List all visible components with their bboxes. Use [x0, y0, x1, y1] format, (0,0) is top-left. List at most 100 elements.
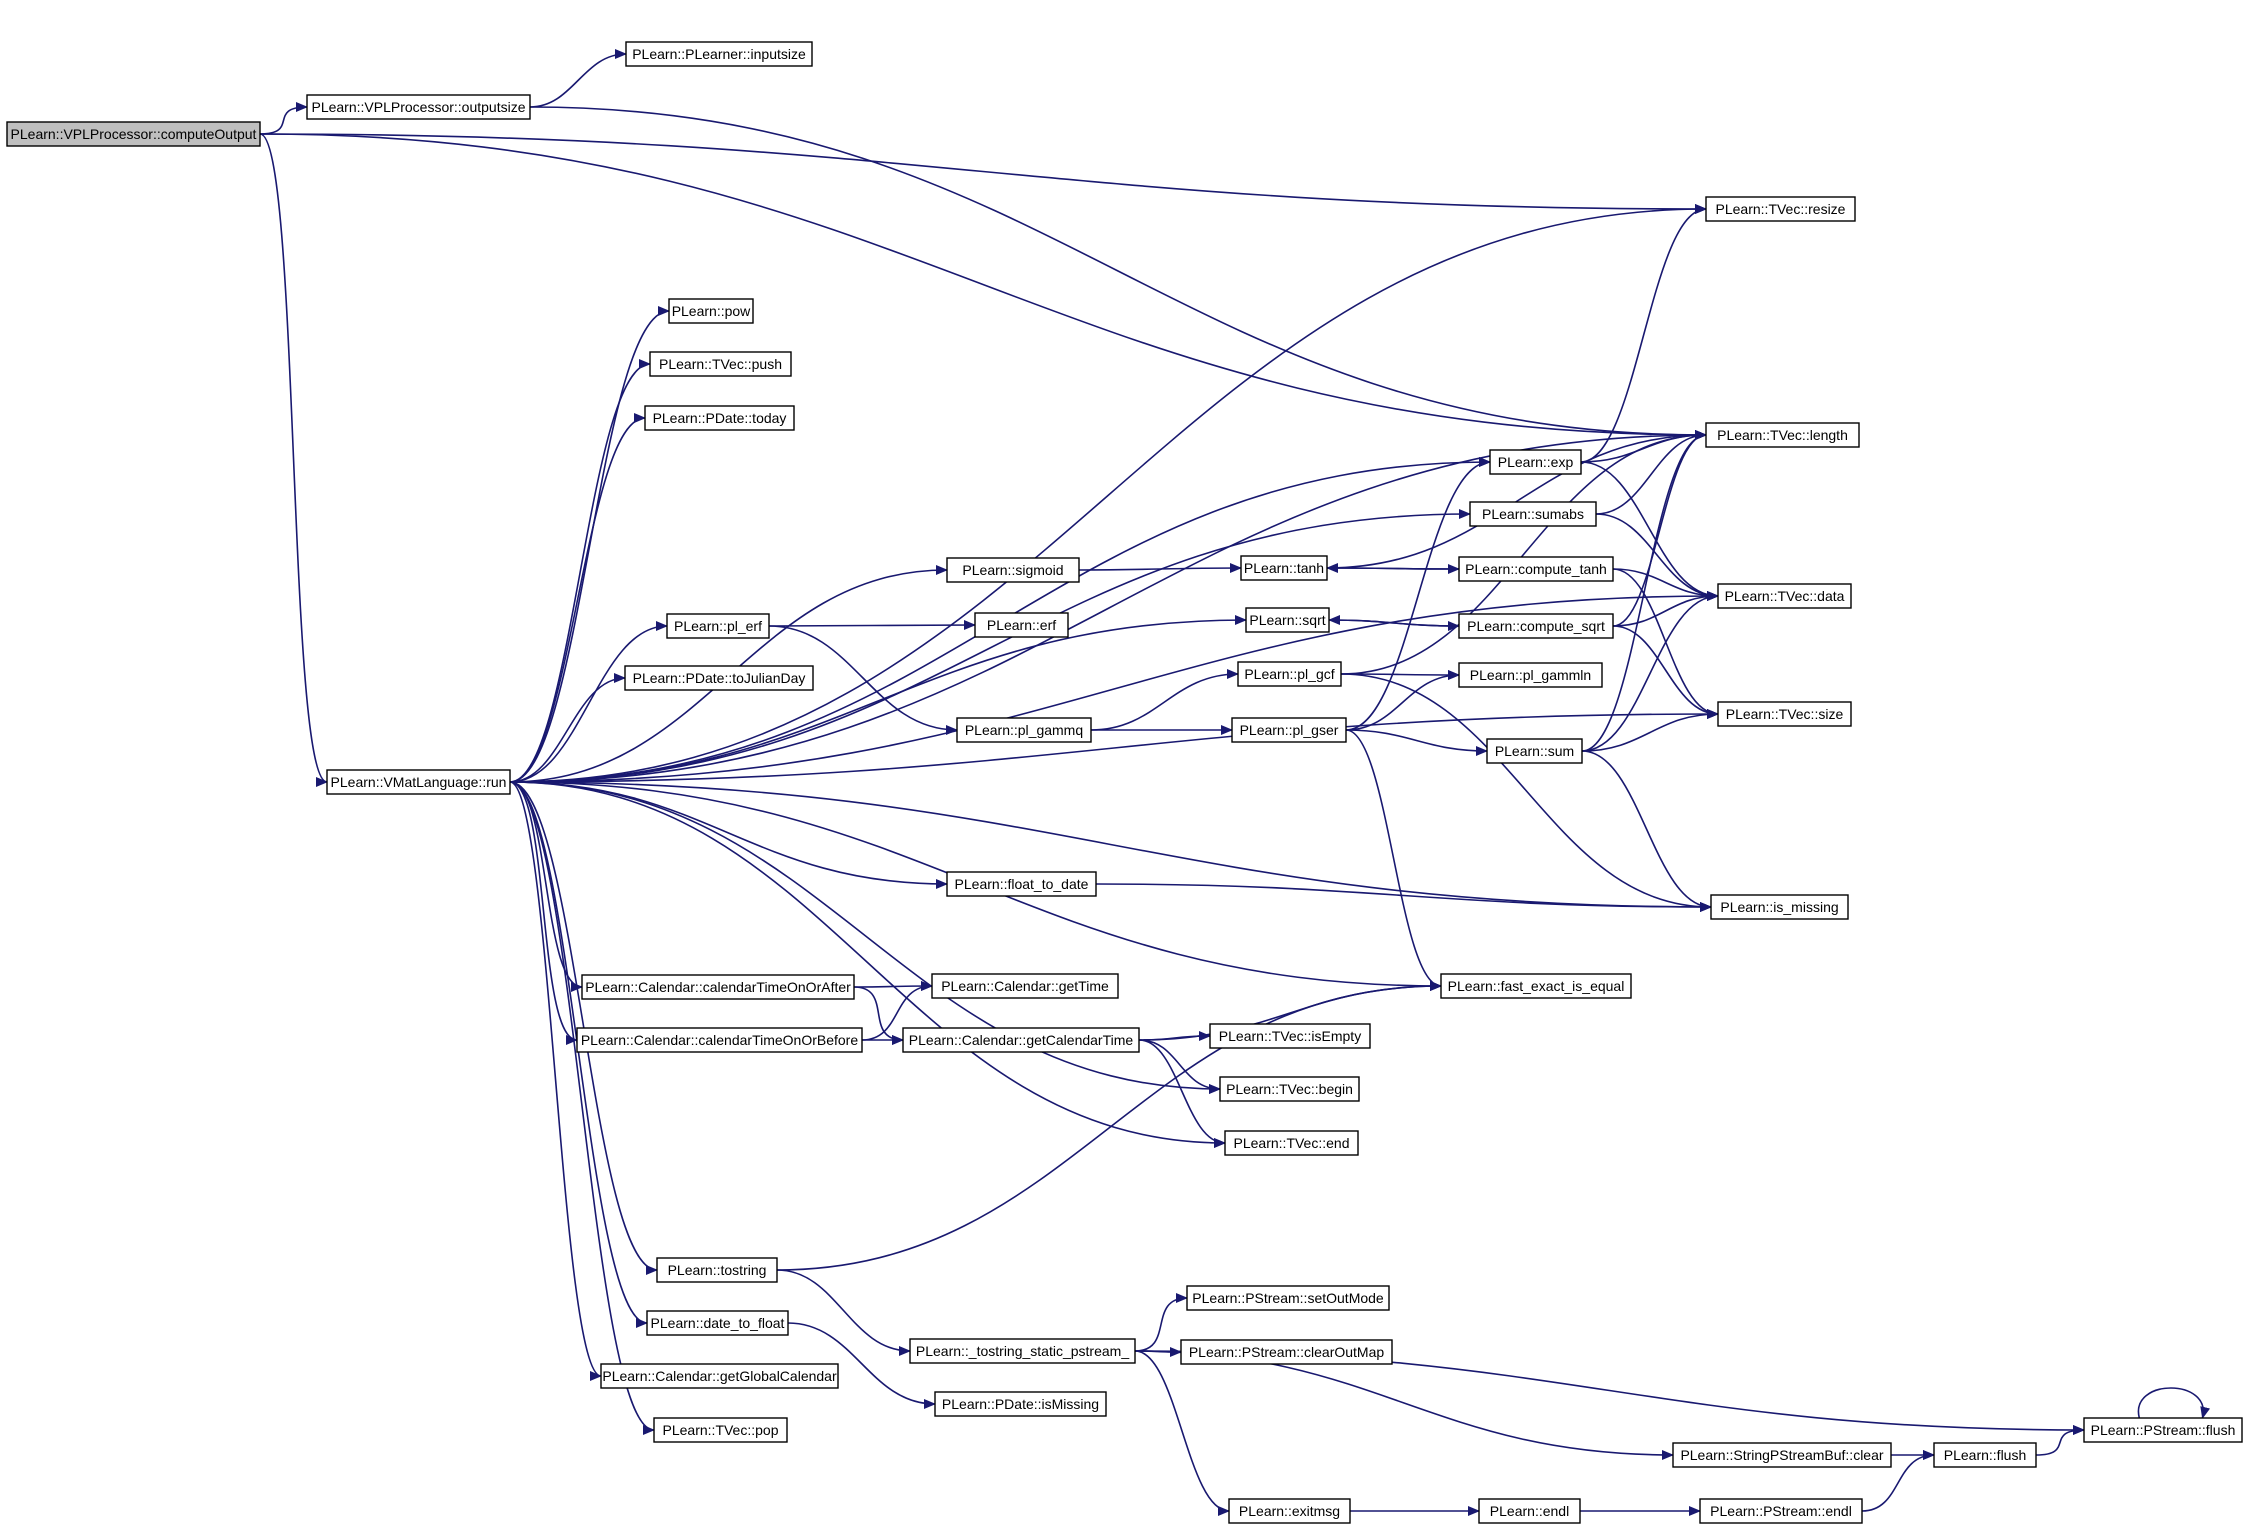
node-tostring_static[interactable]: PLearn::_tostring_static_pstream_ [909, 1338, 1136, 1364]
node-sbuf_clear[interactable]: PLearn::StringPStreamBuf::clear [1672, 1442, 1892, 1468]
node-erf[interactable]: PLearn::erf [974, 612, 1069, 638]
node-pl_gcf[interactable]: PLearn::pl_gcf [1237, 661, 1342, 687]
node-date_to_float[interactable]: PLearn::date_to_float [646, 1310, 789, 1336]
node-label: PLearn::TVec::begin [1226, 1081, 1353, 1097]
edge-compute_sqrt-to-size [1612, 625, 1719, 719]
node-pstream_flush[interactable]: PLearn::PStream::flush [2083, 1417, 2243, 1443]
node-box [1180, 1339, 1393, 1365]
node-box [902, 1027, 1140, 1053]
edge-sum-to-is_missing [1581, 750, 1712, 912]
node-size[interactable]: PLearn::TVec::size [1717, 701, 1852, 727]
node-is_missing[interactable]: PLearn::is_missing [1710, 894, 1849, 920]
node-data[interactable]: PLearn::TVec::data [1717, 583, 1852, 609]
node-label: PLearn::TVec::length [1717, 427, 1848, 443]
node-box [326, 769, 511, 795]
node-box [1209, 1023, 1371, 1049]
node-exitmsg[interactable]: PLearn::exitmsg [1228, 1498, 1351, 1524]
edge-pstream_endl-to-flush [1861, 1450, 1935, 1512]
node-box [600, 1363, 839, 1389]
edge-tostring-to-fast_exact [776, 981, 1442, 1271]
node-label: PLearn::TVec::pop [663, 1422, 779, 1438]
node-tostring[interactable]: PLearn::tostring [656, 1257, 778, 1283]
node-box [6, 121, 261, 147]
node-label: PLearn::is_missing [1720, 899, 1838, 915]
node-box [1237, 661, 1342, 687]
edge-layer [259, 49, 2211, 1516]
node-label: PLearn::_tostring_static_pstream_ [916, 1343, 1129, 1359]
node-compute_tanh[interactable]: PLearn::compute_tanh [1458, 556, 1614, 582]
node-run[interactable]: PLearn::VMatLanguage::run [326, 769, 511, 795]
edge-run-to-pl_erf [509, 621, 668, 783]
node-today[interactable]: PLearn::PDate::today [644, 405, 795, 431]
node-box [666, 613, 770, 639]
node-sumabs[interactable]: PLearn::sumabs [1469, 501, 1597, 527]
node-sqrt[interactable]: PLearn::sqrt [1245, 607, 1330, 633]
node-end[interactable]: PLearn::TVec::end [1224, 1130, 1359, 1156]
node-label: PLearn::Calendar::getGlobalCalendar [602, 1368, 837, 1384]
node-calAfter[interactable]: PLearn::Calendar::calendarTimeOnOrAfter [581, 974, 855, 1000]
node-pl_gser[interactable]: PLearn::pl_gser [1231, 717, 1347, 743]
node-getGlobalCal[interactable]: PLearn::Calendar::getGlobalCalendar [600, 1363, 839, 1389]
node-resize[interactable]: PLearn::TVec::resize [1705, 196, 1856, 222]
edge-outputsize-to-length [529, 106, 1707, 440]
node-label: PLearn::VPLProcessor::computeOutput [11, 126, 257, 142]
node-box [649, 351, 792, 377]
node-getCalTime[interactable]: PLearn::Calendar::getCalendarTime [902, 1027, 1140, 1053]
node-fast_exact[interactable]: PLearn::fast_exact_is_equal [1440, 973, 1632, 999]
edge-float_to_date-to-is_missing [1095, 883, 1712, 912]
node-box [931, 973, 1119, 999]
edge-run-to-today [509, 413, 646, 783]
edge-tostring-to-tostring_static [776, 1269, 911, 1356]
node-label: PLearn::TVec::isEmpty [1219, 1028, 1361, 1044]
edge-getCalTime-to-begin [1138, 1039, 1221, 1094]
edge-calBefore-to-getTime [861, 981, 933, 1041]
node-float_to_date[interactable]: PLearn::float_to_date [946, 871, 1097, 897]
node-sum[interactable]: PLearn::sum [1486, 738, 1583, 764]
edge-pl_gser-to-sum [1345, 729, 1488, 756]
node-toJulianDay[interactable]: PLearn::PDate::toJulianDay [624, 665, 814, 691]
node-clearOutMap[interactable]: PLearn::PStream::clearOutMap [1180, 1339, 1393, 1365]
edge-run-to-size [509, 709, 1719, 783]
node-begin[interactable]: PLearn::TVec::begin [1219, 1076, 1360, 1102]
node-isEmpty[interactable]: PLearn::TVec::isEmpty [1209, 1023, 1371, 1049]
node-box [946, 557, 1080, 583]
node-setOutMode[interactable]: PLearn::PStream::setOutMode [1186, 1285, 1390, 1311]
node-isMissing[interactable]: PLearn::PDate::isMissing [934, 1391, 1107, 1417]
node-box [1710, 894, 1849, 920]
node-pl_gammq[interactable]: PLearn::pl_gammq [956, 717, 1092, 743]
node-length[interactable]: PLearn::TVec::length [1705, 422, 1860, 448]
edge-sumabs-to-length [1595, 430, 1707, 515]
edge-flush-to-pstream_flush [2035, 1425, 2085, 1456]
node-getTime[interactable]: PLearn::Calendar::getTime [931, 973, 1119, 999]
node-push[interactable]: PLearn::TVec::push [649, 351, 792, 377]
node-box [1228, 1498, 1351, 1524]
node-box [656, 1257, 778, 1283]
node-tanh[interactable]: PLearn::tanh [1240, 555, 1328, 581]
node-label: PLearn::pl_gammq [965, 722, 1083, 738]
node-label: PLearn::TVec::size [1726, 706, 1844, 722]
node-compute_sqrt[interactable]: PLearn::compute_sqrt [1458, 613, 1614, 639]
node-pop[interactable]: PLearn::TVec::pop [653, 1417, 788, 1443]
node-sigmoid[interactable]: PLearn::sigmoid [946, 557, 1080, 583]
node-outputsize[interactable]: PLearn::VPLProcessor::outputsize [306, 94, 531, 120]
node-pstream_endl[interactable]: PLearn::PStream::endl [1699, 1498, 1863, 1524]
node-inputsize[interactable]: PLearn::PLearner::inputsize [625, 41, 813, 67]
node-label: PLearn::pl_gser [1240, 722, 1339, 738]
node-label: PLearn::pow [672, 303, 751, 319]
node-label: PLearn::Calendar::calendarTimeOnOrBefore [581, 1032, 859, 1048]
node-flush[interactable]: PLearn::flush [1933, 1442, 2037, 1468]
node-exp[interactable]: PLearn::exp [1489, 449, 1582, 475]
edge-run-to-begin [509, 781, 1221, 1094]
node-endl[interactable]: PLearn::endl [1478, 1498, 1581, 1524]
node-label: PLearn::Calendar::getTime [941, 978, 1109, 994]
node-label: PLearn::Calendar::getCalendarTime [909, 1032, 1134, 1048]
node-calBefore[interactable]: PLearn::Calendar::calendarTimeOnOrBefore [576, 1027, 863, 1053]
node-box [1186, 1285, 1390, 1311]
node-pl_erf[interactable]: PLearn::pl_erf [666, 613, 770, 639]
node-pl_gammln[interactable]: PLearn::pl_gammln [1458, 662, 1603, 688]
edge-outputsize-to-inputsize [529, 49, 627, 108]
node-label: PLearn::PLearner::inputsize [632, 46, 806, 62]
node-pow[interactable]: PLearn::pow [668, 298, 754, 324]
node-label: PLearn::exitmsg [1239, 1503, 1340, 1519]
node-computeOutput[interactable]: PLearn::VPLProcessor::computeOutput [6, 121, 261, 147]
